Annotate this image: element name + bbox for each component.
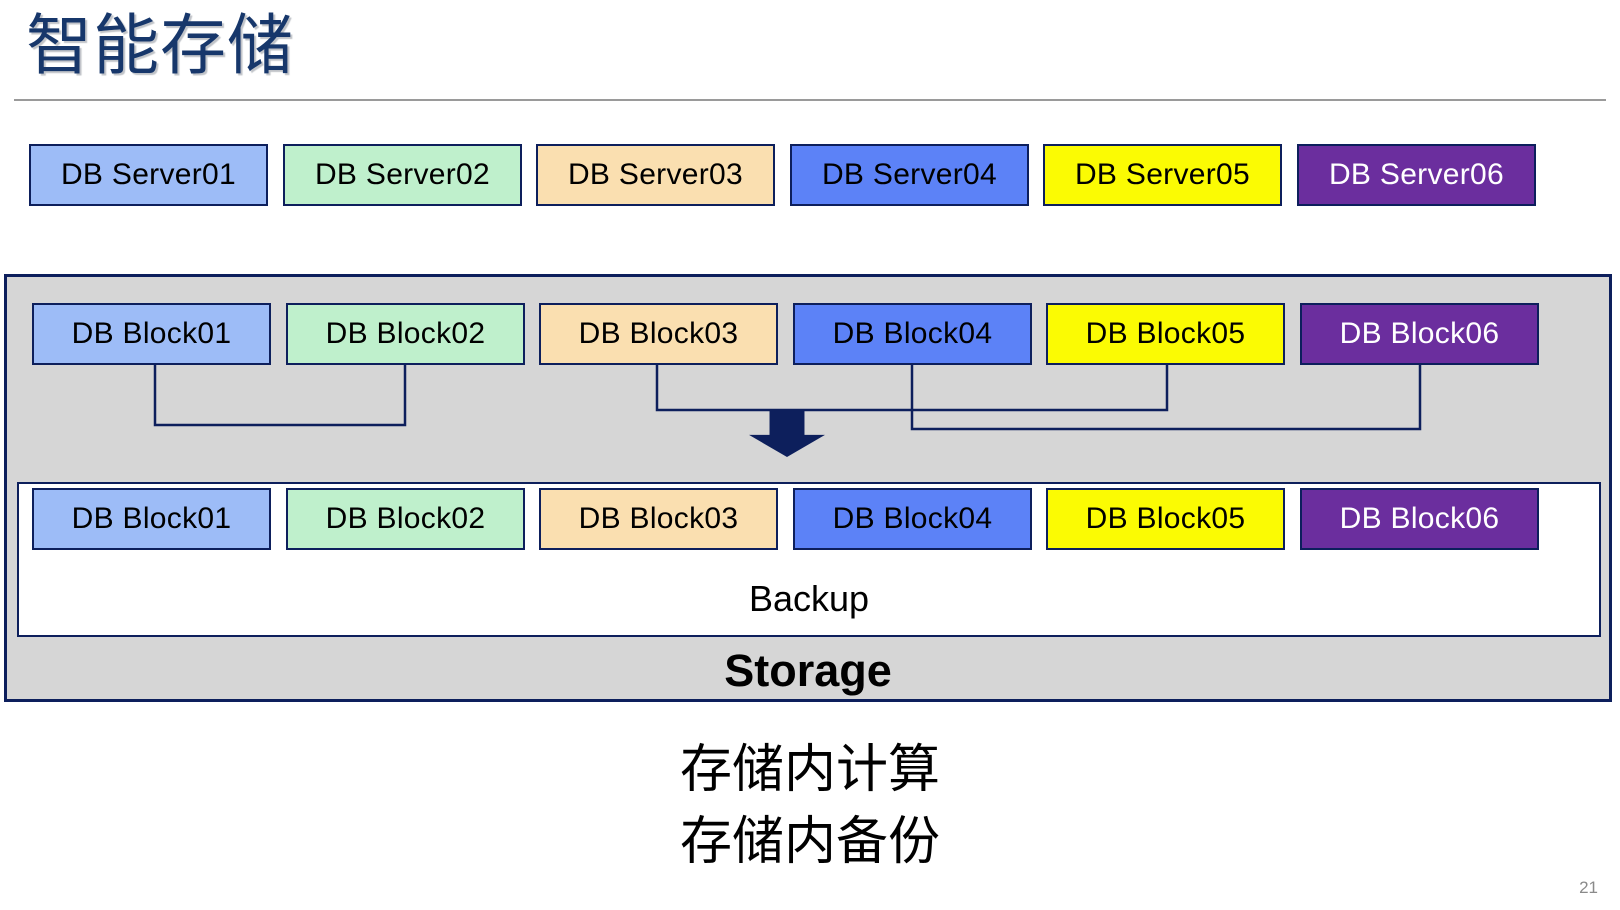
db-block-primary-label: DB Block04 <box>832 317 993 350</box>
db-block-backup-5[interactable]: DB Block05 <box>1046 488 1285 550</box>
storage-container: DB Block01 DB Block02 DB Block03 DB Block04… <box>4 274 1612 702</box>
db-block-backup-6[interactable]: DB Block06 <box>1300 488 1539 550</box>
db-block-backup-2[interactable]: DB Block02 <box>286 488 525 550</box>
db-block-backup-1[interactable]: DB Block01 <box>32 488 271 550</box>
backup-label: Backup <box>748 578 870 619</box>
db-block-primary-label: DB Block05 <box>1085 317 1246 350</box>
title-divider <box>14 99 1606 101</box>
db-server-node-6[interactable]: DB Server06 <box>1297 144 1536 206</box>
db-block-backup-label: DB Block01 <box>71 502 232 535</box>
bottom-caption: 存储内计算存储内备份 <box>0 735 1620 879</box>
db-server-node-label: DB Server04 <box>821 158 998 191</box>
db-block-primary-2[interactable]: DB Block02 <box>286 303 525 365</box>
db-block-primary-label: DB Block06 <box>1339 317 1500 350</box>
db-block-primary-5[interactable]: DB Block05 <box>1046 303 1285 365</box>
connector-block04-block06 <box>910 365 1422 431</box>
storage-label: Storage <box>724 645 892 696</box>
caption-line-2: 存储内备份 <box>679 812 940 871</box>
db-server-node-label: DB Server01 <box>60 158 237 191</box>
db-block-backup-label: DB Block03 <box>578 502 739 535</box>
db-block-primary-label: DB Block01 <box>71 317 232 350</box>
db-block-primary-1[interactable]: DB Block01 <box>32 303 271 365</box>
db-block-primary-4[interactable]: DB Block04 <box>793 303 1032 365</box>
db-block-backup-label: DB Block06 <box>1339 502 1500 535</box>
db-block-backup-label: DB Block02 <box>325 502 486 535</box>
db-block-backup-4[interactable]: DB Block04 <box>793 488 1032 550</box>
db-server-node-label: DB Server03 <box>567 158 744 191</box>
db-block-backup-label: DB Block04 <box>832 502 993 535</box>
db-server-node-3[interactable]: DB Server03 <box>536 144 775 206</box>
db-server-node-4[interactable]: DB Server04 <box>790 144 1029 206</box>
block-connector-lines <box>153 365 1422 457</box>
db-block-primary-label: DB Block02 <box>325 317 486 350</box>
db-block-backup-label: DB Block05 <box>1085 502 1246 535</box>
db-server-node-1[interactable]: DB Server01 <box>29 144 268 206</box>
db-block-primary-6[interactable]: DB Block06 <box>1300 303 1539 365</box>
page-title: 智能存储 <box>26 8 294 82</box>
db-server-node-label: DB Server05 <box>1074 158 1251 191</box>
caption-line-1: 存储内计算 <box>679 741 940 799</box>
connector-block01-block02 <box>153 365 407 427</box>
db-server-node-label: DB Server02 <box>314 158 491 191</box>
page-number: 21 <box>1579 878 1598 897</box>
db-server-node-label: DB Server06 <box>1328 158 1505 191</box>
down-arrow <box>749 411 825 457</box>
db-block-backup-3[interactable]: DB Block03 <box>539 488 778 550</box>
db-server-node-2[interactable]: DB Server02 <box>283 144 522 206</box>
db-server-node-5[interactable]: DB Server05 <box>1043 144 1282 206</box>
db-block-primary-label: DB Block03 <box>578 317 739 350</box>
db-block-primary-3[interactable]: DB Block03 <box>539 303 778 365</box>
